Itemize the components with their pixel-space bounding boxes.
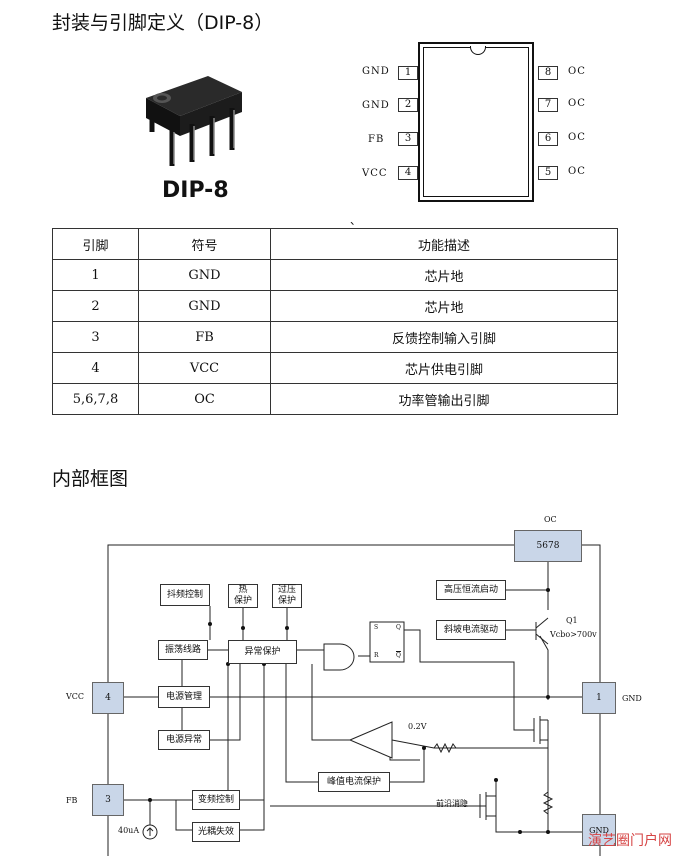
ramp-drive-block: 斜坡电流驱动 bbox=[436, 620, 506, 640]
table-header-function: 功能描述 bbox=[270, 228, 618, 260]
freq-control-block: 变频控制 bbox=[192, 790, 240, 810]
table-row: 1 GND 芯片地 bbox=[52, 259, 618, 291]
table-cell-symbol: VCC bbox=[138, 352, 271, 384]
table-header-symbol: 符号 bbox=[138, 228, 271, 260]
opto-fail-block: 光耦失效 bbox=[192, 822, 240, 842]
fb-pin-block: 3 bbox=[92, 784, 124, 816]
table-cell-pin: 5,6,7,8 bbox=[52, 383, 139, 415]
pin-left-num-4: 4 bbox=[398, 166, 418, 180]
block-diagram-heading: 内部框图 bbox=[52, 468, 129, 490]
table-header-row: 引脚 符号 功能描述 bbox=[52, 228, 618, 260]
pin-left-name-2: GND bbox=[362, 100, 390, 111]
ff-s-label: S bbox=[374, 624, 379, 631]
fb-label: FB bbox=[66, 796, 78, 805]
current-source-label: 40uA bbox=[118, 826, 140, 835]
package-heading: 封装与引脚定义（DIP-8） bbox=[52, 12, 274, 34]
pin-right-name-5: OC bbox=[568, 166, 586, 177]
table-row: 3 FB 反馈控制输入引脚 bbox=[52, 321, 618, 353]
ovp-block: 过压 保护 bbox=[272, 584, 302, 608]
fault-protect-block: 异常保护 bbox=[228, 640, 297, 664]
pin-table: 引脚 符号 功能描述 1 GND 芯片地 2 GND 芯片地 3 FB 反馈控制… bbox=[52, 228, 618, 415]
reference-voltage-label: 0.2V bbox=[408, 722, 427, 731]
table-cell-symbol: GND bbox=[138, 259, 271, 291]
table-header-pin: 引脚 bbox=[52, 228, 139, 260]
oc-label: OC bbox=[544, 515, 557, 524]
table-row: 2 GND 芯片地 bbox=[52, 290, 618, 322]
package-label: DIP-8 bbox=[162, 178, 229, 203]
power-fault-block: 电源异常 bbox=[158, 730, 210, 750]
jitter-control-block: 抖频控制 bbox=[160, 584, 210, 606]
pin-left-num-2: 2 bbox=[398, 98, 418, 112]
oc-pin-block: 5678 bbox=[514, 530, 582, 562]
chip-outline bbox=[418, 42, 534, 202]
table-cell-function: 芯片供电引脚 bbox=[270, 352, 618, 384]
oscillator-block: 振荡线路 bbox=[158, 640, 208, 660]
dip8-package-image bbox=[146, 76, 242, 166]
table-cell-function: 反馈控制输入引脚 bbox=[270, 321, 618, 353]
pin-right-num-5: 5 bbox=[538, 166, 558, 180]
pin-right-name-7: OC bbox=[568, 98, 586, 109]
power-management-block: 电源管理 bbox=[158, 686, 210, 708]
pin-left-name-3: FB bbox=[368, 134, 385, 145]
ff-qbar-label: Q bbox=[396, 652, 401, 659]
table-cell-symbol: FB bbox=[138, 321, 271, 353]
table-cell-function: 功率管输出引脚 bbox=[270, 383, 618, 415]
pin-right-name-6: OC bbox=[568, 132, 586, 143]
pin-left-num-3: 3 bbox=[398, 132, 418, 146]
thermal-protect-block: 热 保护 bbox=[228, 584, 258, 608]
pin-left-name-1: GND bbox=[362, 66, 390, 77]
pin-left-num-1: 1 bbox=[398, 66, 418, 80]
hv-start-block: 高压恒流启动 bbox=[436, 580, 506, 600]
table-cell-pin: 4 bbox=[52, 352, 139, 384]
watermark: 演艺圈门户网 bbox=[588, 833, 672, 849]
table-row: 4 VCC 芯片供电引脚 bbox=[52, 352, 618, 384]
table-cell-function: 芯片地 bbox=[270, 290, 618, 322]
table-row: 5,6,7,8 OC 功率管输出引脚 bbox=[52, 383, 618, 415]
leb-label: 前沿消隐 bbox=[436, 799, 468, 808]
chip-notch bbox=[470, 46, 486, 55]
table-cell-pin: 3 bbox=[52, 321, 139, 353]
vcbo-label: Vcbo>700v bbox=[550, 630, 597, 639]
table-cell-pin: 1 bbox=[52, 259, 139, 291]
ff-q-label: Q bbox=[396, 624, 401, 631]
table-cell-pin: 2 bbox=[52, 290, 139, 322]
table-cell-symbol: GND bbox=[138, 290, 271, 322]
gnd-label: GND bbox=[622, 694, 642, 703]
vcc-label: VCC bbox=[66, 692, 85, 701]
table-cell-symbol: OC bbox=[138, 383, 271, 415]
gnd-pin-block: 1 bbox=[582, 682, 616, 714]
ff-r-label: R bbox=[374, 652, 379, 659]
pin-right-num-8: 8 bbox=[538, 66, 558, 80]
stray-mark: 、 bbox=[350, 214, 362, 227]
pin-right-name-8: OC bbox=[568, 66, 586, 77]
pin-diagram: GND 1 GND 2 FB 3 VCC 4 8 OC 7 OC 6 OC 5 … bbox=[350, 36, 600, 227]
pin-right-num-7: 7 bbox=[538, 98, 558, 112]
pin-left-name-4: VCC bbox=[362, 168, 388, 179]
vcc-pin-block: 4 bbox=[92, 682, 124, 714]
pin-right-num-6: 6 bbox=[538, 132, 558, 146]
q1-label: Q1 bbox=[566, 616, 578, 625]
peak-current-protect-block: 峰值电流保护 bbox=[318, 772, 390, 792]
table-cell-function: 芯片地 bbox=[270, 259, 618, 291]
